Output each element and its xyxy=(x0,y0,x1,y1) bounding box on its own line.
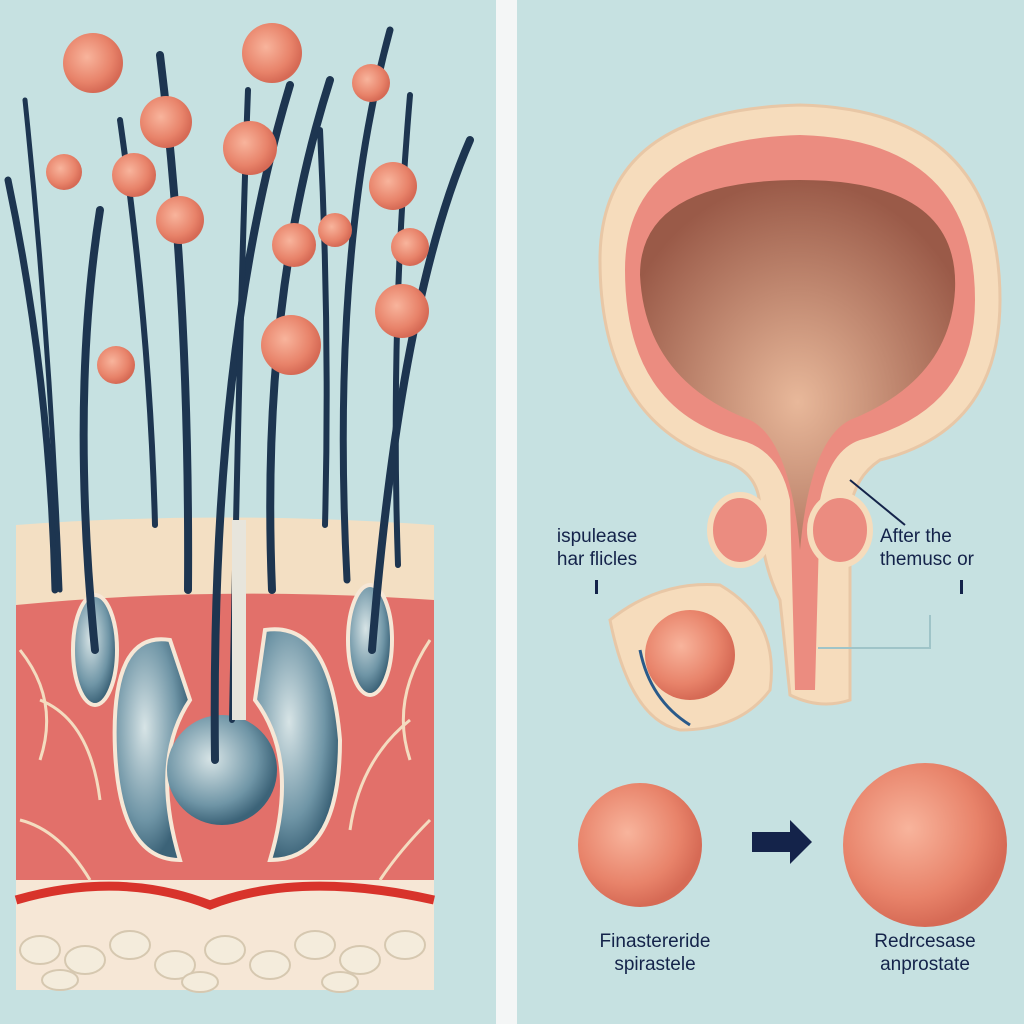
left-label-line2: har flicles xyxy=(556,549,638,570)
artery xyxy=(14,881,435,910)
prostate-left-lobe xyxy=(707,492,773,568)
pointer-line xyxy=(849,479,906,526)
left-label-line1: ispulease xyxy=(556,526,638,547)
enlarged-cell xyxy=(645,610,735,700)
dht-particles xyxy=(46,23,429,384)
after-caption-line2: anprostate xyxy=(880,954,970,975)
flow-arrow xyxy=(638,649,691,727)
right-annotation: After the themusc or xyxy=(880,525,1024,571)
before-caption: Finastereride spirastele xyxy=(570,930,740,976)
before-caption-line1: Finastereride xyxy=(599,931,711,952)
fat-cells xyxy=(19,930,426,993)
before-caption-line2: spirastele xyxy=(614,954,696,975)
hair-follicles xyxy=(71,583,394,863)
left-annotation: ispulease har flicles xyxy=(522,525,672,571)
hair-shaft-center xyxy=(232,520,246,720)
cell-after xyxy=(843,763,1007,927)
left-annotation-tick xyxy=(595,580,598,594)
skin-cross-section xyxy=(14,517,435,993)
right-label-line2: themusc or xyxy=(880,549,974,570)
right-label-line1: After the xyxy=(880,526,952,547)
cell-before xyxy=(578,783,702,907)
right-annotation-tick xyxy=(960,580,963,594)
arrow-right-icon xyxy=(752,820,812,864)
guide-line xyxy=(818,615,931,649)
follicle-bulb xyxy=(167,715,277,825)
prostate-right-lobe xyxy=(807,492,873,568)
after-caption: Redrcesase anprostate xyxy=(840,930,1010,976)
after-caption-line1: Redrcesase xyxy=(874,931,976,952)
bladder xyxy=(598,103,1002,732)
